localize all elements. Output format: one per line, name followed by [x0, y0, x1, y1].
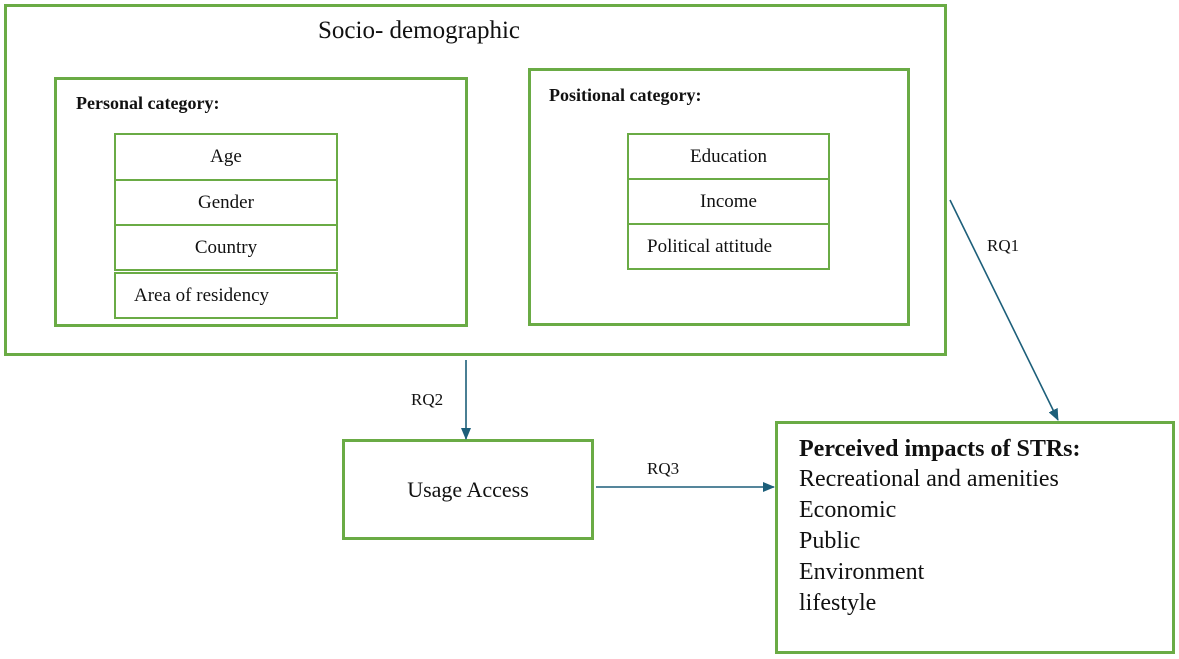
positional-category-label: Positional category: [549, 85, 702, 105]
usage-access-label: Usage Access [407, 477, 529, 502]
positional-item-income: Income [627, 178, 830, 225]
rq1-arrow [949, 199, 1059, 421]
usage-access-box [342, 439, 594, 540]
perceived-impacts-box: Perceived impacts of STRs: Recreational … [775, 421, 1175, 654]
impact-item-environment: Environment [799, 559, 925, 585]
socio-demographic-title: Socio- demographic [318, 17, 521, 44]
rq3-label: RQ3 [647, 459, 680, 478]
perceived-impacts-list: Recreational and amenities Economic Publ… [799, 464, 1059, 619]
rq2-label: RQ2 [411, 390, 444, 409]
positional-item-political-attitude: Political attitude [627, 223, 830, 270]
rq1-label: RQ1 [987, 236, 1020, 255]
impact-item-lifestyle: lifestyle [799, 590, 877, 616]
personal-category-label: Personal category: [76, 93, 220, 113]
perceived-impacts-title: Perceived impacts of STRs: [799, 436, 1081, 462]
impact-item-public: Public [799, 528, 861, 554]
impact-item-economic: Economic [799, 497, 897, 523]
personal-item-age: Age [114, 133, 338, 181]
personal-item-country: Country [114, 224, 338, 271]
impact-item-recreational: Recreational and amenities [799, 466, 1059, 492]
personal-item-area-of-residency: Area of residency [114, 272, 338, 319]
positional-item-education: Education [627, 133, 830, 180]
